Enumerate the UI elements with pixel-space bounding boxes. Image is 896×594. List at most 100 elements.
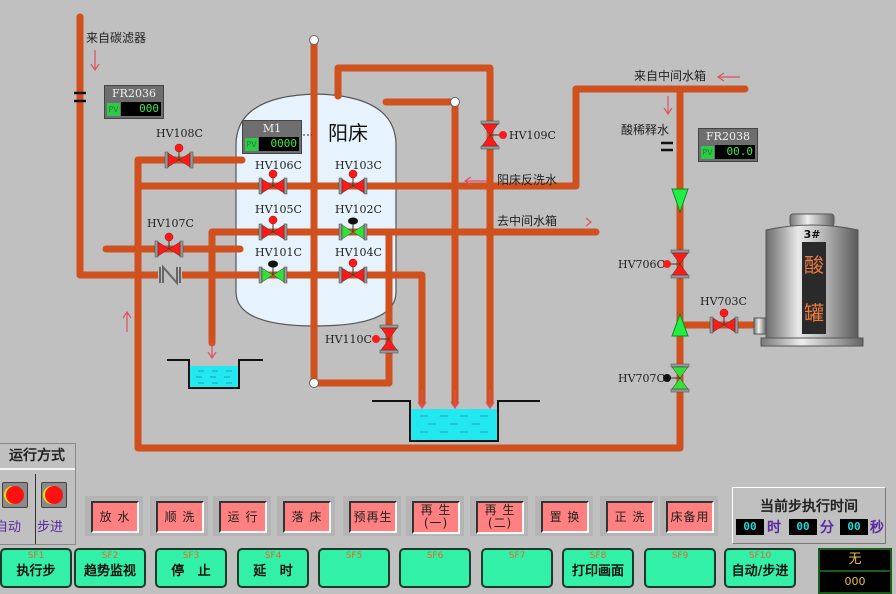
valve-hv106c[interactable]: HV106C xyxy=(255,159,302,195)
label-acid-dilution: 酸稀释水 xyxy=(621,122,669,137)
step-mode-indicator[interactable] xyxy=(41,482,67,508)
flow-meter-m1[interactable]: M1 PV 0000 xyxy=(242,120,302,154)
valve-actuator-icon xyxy=(499,131,507,139)
label-from-mid-tank: 来自中间水箱 xyxy=(634,68,706,83)
step-button-label: 预再生 xyxy=(349,501,397,533)
step-button[interactable]: 落 床 xyxy=(277,496,335,536)
auto-mode-indicator[interactable] xyxy=(2,482,28,508)
valve-hv102c[interactable]: HV102C xyxy=(335,203,382,241)
function-key-label: 执行步 xyxy=(16,564,56,579)
indicator-lamp-icon xyxy=(6,486,24,504)
valve-tag: HV706C xyxy=(618,258,665,271)
step-button[interactable]: 置 换 xyxy=(535,496,593,536)
flow-arrow-up-icon xyxy=(671,312,689,337)
pv-label: PV xyxy=(701,146,714,159)
function-key-label: 打印画面 xyxy=(571,564,624,579)
valve-hv703c[interactable]: HV703C xyxy=(700,295,747,334)
step-mode-label: 步进 xyxy=(37,520,64,535)
valve-tag: HV104C xyxy=(335,246,382,259)
valve-hv706c[interactable]: HV706C xyxy=(618,249,690,279)
flow-meter-fr2038[interactable]: FR2038 PV 00.0 xyxy=(698,128,758,162)
pipe-to-mid-tank xyxy=(208,228,600,347)
flow-meter-id: M1 xyxy=(262,122,282,135)
valve-tag: HV103C xyxy=(335,159,382,172)
valve-hv108c[interactable]: HV108C xyxy=(156,127,203,169)
function-key-code: SF5 xyxy=(345,551,363,561)
valve-actuator-icon xyxy=(268,169,278,179)
run-mode-title: 运行方式 xyxy=(0,444,75,470)
valve-actuator-icon xyxy=(663,374,671,382)
valve-actuator-icon xyxy=(268,260,278,268)
valve-hv104c[interactable]: HV104C xyxy=(335,246,382,284)
function-key-sf9[interactable]: SF9 xyxy=(644,548,716,588)
svg-text:罐: 罐 xyxy=(804,301,824,325)
timer-seconds-unit: 秒 xyxy=(870,520,884,536)
flow-meter-id: FR2038 xyxy=(706,130,750,143)
pipe-hv109-loop xyxy=(334,64,494,407)
step-button-label: 正 洗 xyxy=(606,501,654,533)
timer-seconds: 00 xyxy=(840,519,868,535)
svg-text:3#: 3# xyxy=(804,228,821,241)
flow-meter-fr2036[interactable]: FR2036 PV 000 xyxy=(104,85,164,119)
indicator-lamp-icon xyxy=(45,486,63,504)
step-button-label: 再 生 (二) xyxy=(476,501,524,534)
valve-actuator-icon xyxy=(663,260,671,268)
check-valve-icon xyxy=(158,264,182,286)
valve-actuator-icon xyxy=(164,232,174,242)
step-button-label: 放 水 xyxy=(91,501,139,533)
function-key-sf3[interactable]: SF3 停 止 xyxy=(155,548,227,588)
run-mode-panel: 运行方式 自动 步进 xyxy=(0,443,76,545)
pipe-inlet-carbon xyxy=(76,13,399,279)
label-to-mid-tank: 去中间水箱 xyxy=(497,213,557,228)
valve-hv101c[interactable]: HV101C xyxy=(255,246,302,284)
pv-label: PV xyxy=(107,103,120,116)
valve-hv110c[interactable]: HV110C xyxy=(325,324,399,354)
valve-hv105c[interactable]: HV105C xyxy=(255,203,302,241)
step-button[interactable]: 正 洗 xyxy=(600,496,658,536)
flow-meter-value: 00.0 xyxy=(715,145,755,159)
valve-hv707c[interactable]: HV707C xyxy=(618,363,690,393)
valve-tag: HV101C xyxy=(255,246,302,259)
step-button[interactable]: 放 水 xyxy=(85,496,143,536)
valve-hv109c[interactable]: HV109C xyxy=(480,120,556,150)
label-backwash: 阳床反洗水 xyxy=(497,173,557,187)
valve-tag: HV102C xyxy=(335,203,382,216)
valve-hv103c[interactable]: HV103C xyxy=(335,159,382,195)
flow-meter-id: FR2036 xyxy=(112,87,156,100)
valve-actuator-icon xyxy=(174,143,184,153)
function-key-code: SF3 xyxy=(182,551,200,561)
function-key-code: SF2 xyxy=(101,551,119,561)
step-button-label: 运 行 xyxy=(219,501,267,533)
vessel-title: 阳床 xyxy=(328,121,368,145)
small-basin xyxy=(167,359,263,389)
step-timer-panel: 当前步执行时间 00 时 00 分 00 秒 xyxy=(732,487,886,544)
step-button-label: 顺 洗 xyxy=(156,501,204,533)
valve-tag: HV703C xyxy=(700,295,747,308)
step-button[interactable]: 再 生 (一) xyxy=(406,496,464,536)
valve-tag: HV106C xyxy=(255,159,302,172)
pipe-left-vertical xyxy=(134,156,684,452)
function-key-sf5[interactable]: SF5 xyxy=(318,548,390,588)
step-button[interactable]: 顺 洗 xyxy=(150,496,208,536)
function-key-label: 停 止 xyxy=(171,564,211,579)
function-key-sf6[interactable]: SF6 xyxy=(399,548,471,588)
step-button[interactable]: 床备用 xyxy=(660,496,718,536)
function-key-sf7[interactable]: SF7 xyxy=(481,548,553,588)
valve-hv107c[interactable]: HV107C xyxy=(147,217,194,258)
function-key-sf1[interactable]: SF1 执行步 xyxy=(0,548,72,588)
function-key-code: SF1 xyxy=(27,551,45,561)
valve-tag: HV707C xyxy=(618,372,665,385)
valve-actuator-icon xyxy=(372,335,380,343)
status-line-1: 无 xyxy=(820,550,890,572)
timer-minutes-unit: 分 xyxy=(820,520,834,536)
flow-meter-value: 0000 xyxy=(259,137,299,151)
step-button[interactable]: 再 生 (二) xyxy=(470,496,528,536)
step-button[interactable]: 运 行 xyxy=(213,496,271,536)
function-key-code: SF4 xyxy=(264,551,282,561)
step-button[interactable]: 预再生 xyxy=(343,496,401,536)
